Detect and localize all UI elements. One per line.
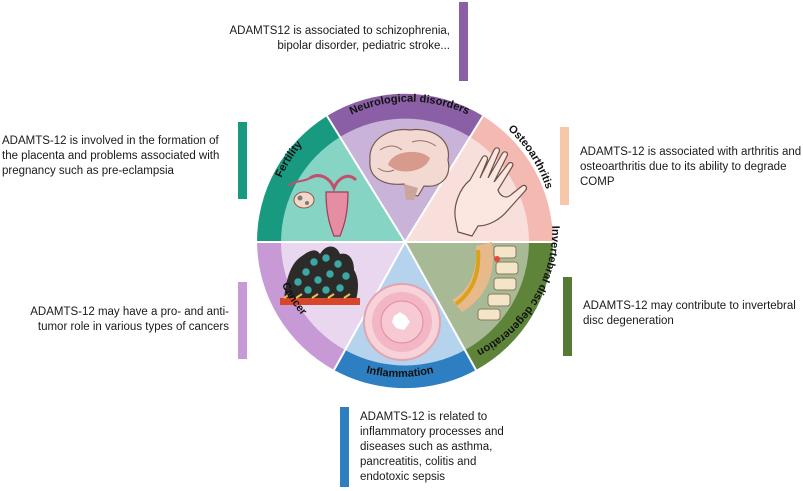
osteo-bar bbox=[560, 127, 569, 205]
neuro-note: ADAMTS12 is associated to schizophrenia,… bbox=[229, 25, 450, 52]
neuro-bar bbox=[459, 2, 468, 81]
fertility-sector bbox=[281, 137, 405, 242]
fertility-note: ADAMTS-12 is involved in the formation o… bbox=[2, 135, 220, 177]
osteo-note: ADAMTS-12 is associated with arthritis a… bbox=[580, 146, 802, 188]
spine-icon bbox=[452, 242, 519, 321]
inflammation-bar bbox=[340, 407, 349, 487]
cancer-bar bbox=[238, 282, 247, 359]
fertility-bar bbox=[238, 122, 247, 199]
uterus-icon bbox=[287, 174, 358, 237]
hand-icon bbox=[454, 147, 528, 237]
disc-bar bbox=[563, 277, 572, 356]
cancer-note: ADAMTS-12 may have a pro- and anti-tumor… bbox=[30, 306, 229, 333]
brain-icon bbox=[369, 128, 450, 200]
inflammation-label: Inflammation bbox=[365, 364, 435, 380]
tumor-icon bbox=[280, 246, 360, 305]
disc-note: ADAMTS-12 may contribute to invertebral … bbox=[583, 300, 796, 327]
inflammation-note: ADAMTS-12 is related to inflammatory pro… bbox=[360, 411, 504, 483]
inflamed-tissue-icon bbox=[363, 283, 441, 361]
